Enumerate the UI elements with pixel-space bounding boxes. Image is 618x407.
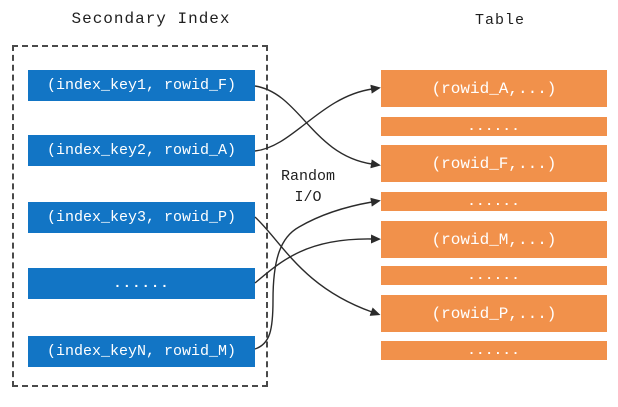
secondary-index-title: Secondary Index (71, 10, 231, 28)
table-row-ellipsis-3: ...... (381, 266, 607, 285)
index-entry-1: (index_key1, rowid_F) (28, 70, 255, 101)
arrow-key1-to-rowid-f (254, 85, 381, 169)
table-title: Table (474, 12, 525, 29)
table-row-rowid-f: (rowid_F,...) (381, 145, 607, 182)
arrow-ellipsis-to-rowid-m (254, 234, 381, 284)
table-row-rowid-m: (rowid_M,...) (381, 221, 607, 258)
arrow-key3-to-rowid-p (254, 216, 381, 316)
random-io-label: Random I/O (280, 168, 335, 206)
index-entry-3: (index_key3, rowid_P) (28, 202, 255, 233)
arrow-key2-to-rowid-a (254, 84, 381, 152)
table-row-ellipsis-4: ...... (381, 341, 607, 360)
table-row-ellipsis-2: ...... (381, 192, 607, 211)
index-entry-n: (index_keyN, rowid_M) (28, 336, 255, 367)
table-row-rowid-p: (rowid_P,...) (381, 295, 607, 332)
index-entry-ellipsis: ...... (28, 268, 255, 299)
table-row-ellipsis-1: ...... (381, 117, 607, 136)
table-row-rowid-a: (rowid_A,...) (381, 70, 607, 107)
index-entry-2: (index_key2, rowid_A) (28, 135, 255, 166)
arrow-keyn-to-ellipsis (254, 197, 381, 350)
